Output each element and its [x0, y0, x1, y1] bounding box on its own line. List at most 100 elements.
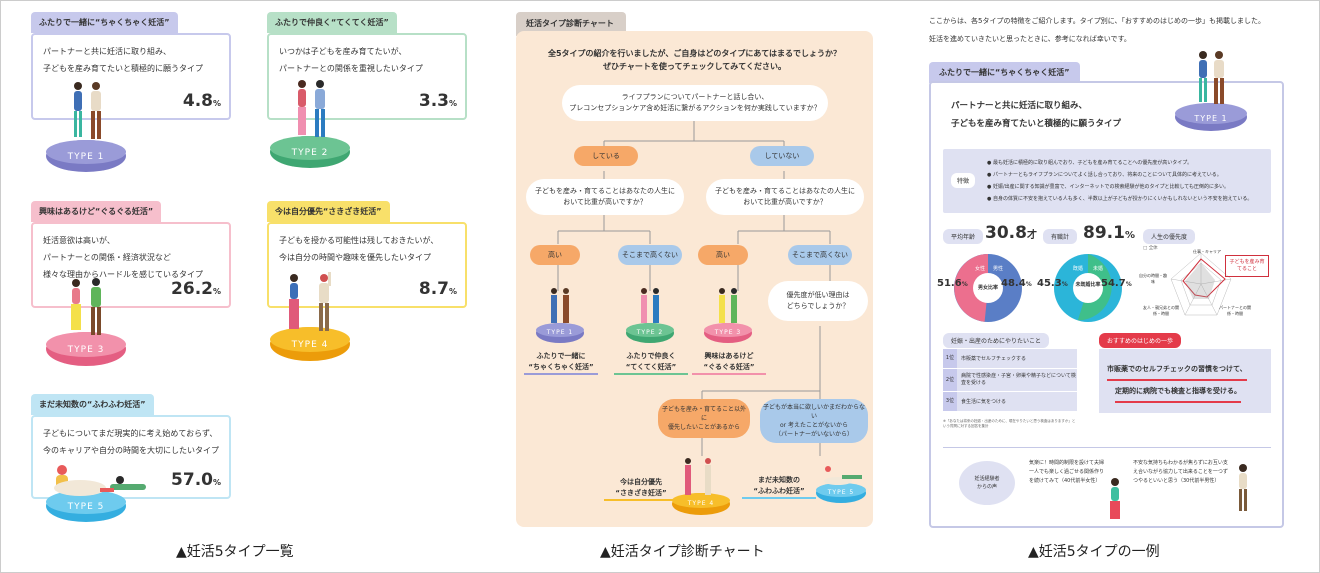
step-label: おすすめのはじめの一歩	[1099, 333, 1182, 348]
features-list: ● 最も妊活に積極的に取り組んでおり、子どもを産み育てることへの優先度が高いタイ…	[987, 157, 1265, 205]
age-label: 平均年齢	[943, 229, 984, 244]
type-list-caption: ▲妊活5タイプ一覧	[176, 544, 294, 560]
type1-box: パートナーと共に妊活に取り組み、 子どもを産み育てたいと積極的に願うタイプ 4.…	[31, 33, 231, 120]
divider	[943, 447, 1271, 448]
example-card: パートナーと共に妊活に取り組み、子どもを産み育てたいと積極的に願うタイプ TYP…	[929, 51, 1284, 528]
type1-percent: 4.8%	[182, 91, 221, 111]
chart-result-type4: 今は自分優先“さきざき妊活”	[604, 477, 678, 501]
type3-couple-illustration	[71, 278, 101, 335]
married-label: 有職計	[1043, 229, 1078, 244]
chart-figures-illustration	[551, 288, 862, 495]
todo-item: 3位食生活に気をつける	[943, 392, 1077, 411]
type3-box: 妊活意欲は高いが、 パートナーとの関係・経済状況など 様々な理由からハードルを感…	[31, 222, 231, 308]
feature-item: ● 自身の体質に不安を抱えている人も多く、半数以上が子どもが授かりにくいかもしれ…	[987, 196, 1253, 202]
radar-label-self: 自分の時間・趣味	[1139, 273, 1167, 284]
chart-result-type1: ふたりで一緒に“ちゃくちゃく妊活”	[524, 351, 598, 375]
answer-nothigh-left: そこまで高くない	[618, 245, 682, 265]
answer-high-right: 高い	[698, 245, 748, 265]
todo-item: 1位市販薬でセルフチェックする	[943, 349, 1077, 368]
chart-intro: 全5タイプの紹介を行いましたが、ご自身はどのタイプにあてはまるでしょうか？ぜひチ…	[547, 49, 842, 71]
type2-tag: ふたりで仲良く“てくてく妊活”	[267, 12, 397, 33]
reason-other-priority: 子どもを産み・育てること以外に優先したいことがあるから	[658, 399, 750, 438]
gender-pie	[954, 254, 1022, 322]
type5-desc1: 子どもについてまだ現実的に考え始めておらず、	[43, 429, 218, 438]
feature-item: ● 最も妊活に積極的に取り組んでおり、子どもを産み育てることへの優先度が高いタイ…	[987, 160, 1193, 166]
type4-box: 子どもを授かる可能性は残しておきたいが、 今は自分の時間や趣味を優先したいタイプ…	[267, 222, 467, 308]
type2-desc1: いつかは子どもを産み育てたいが、	[279, 47, 407, 56]
radar-legend: □ 全体	[1143, 246, 1158, 251]
example-type-pedestal: TYPE 1	[1175, 103, 1247, 131]
answer-yes: している	[574, 146, 638, 166]
marital-pie-left: 45.3%	[1037, 278, 1068, 289]
gender-pie-left: 51.6%	[937, 278, 968, 289]
type1-desc2: 子どもを産み育てたいと積極的に願うタイプ	[43, 64, 203, 73]
example-couple-illustration	[1199, 51, 1224, 104]
type4-desc1: 子どもを授かる可能性は残しておきたいが、	[279, 236, 439, 245]
marital-pie-right: 54.7%	[1101, 278, 1132, 289]
voice2-man-illustration	[1239, 464, 1247, 511]
type3-percent: 26.2%	[171, 279, 221, 299]
question-2-left: 子どもを産み・育てることはあなたの人生において比重が高いですか？	[526, 179, 684, 215]
voice-1: 気楽に！時間的制限を設けて夫婦一人でも楽しく過ごせる関係作りを続けてみて（40代…	[1029, 460, 1105, 484]
type3-desc2: パートナーとの関係・経済状況など	[43, 253, 171, 262]
todo-label: 妊娠・出産のためにやりたいこと	[943, 333, 1050, 348]
chart-type3-pedestal: TYPE 3	[704, 323, 752, 343]
chart-connectors	[557, 121, 831, 456]
type3-tag: 興味はあるけど“ぐるぐる妊活”	[31, 201, 162, 222]
type4-percent: 8.7%	[418, 279, 457, 299]
question-3: 優先度が低い理由はどちらでしょうか？	[768, 281, 868, 321]
radar-label-partner: パートナーとの関係・時間	[1219, 305, 1251, 316]
type4-pedestal: TYPE 4	[270, 327, 350, 361]
example-caption: ▲妊活5タイプの一例	[1028, 544, 1160, 560]
type3-pedestal: TYPE 3	[46, 332, 126, 366]
marital-pie-l1: 既婚	[1073, 266, 1084, 272]
priority-label: 人生の優先度	[1143, 229, 1196, 244]
type2-pedestal: TYPE 2	[270, 136, 350, 168]
type2-desc2: パートナーとの関係を重視したいタイプ	[279, 64, 423, 73]
type4-couple-illustration	[289, 272, 331, 331]
type2-percent: 3.3%	[418, 91, 457, 111]
married-value: 89.1%	[1083, 223, 1135, 243]
todo-item: 2位病院で性感染症・子宮・卵巣や精子などについて検査を受ける	[943, 369, 1077, 391]
example-desc: パートナーと共に妊活に取り組み、子どもを産み育てたいと積極的に願うタイプ	[951, 101, 1122, 129]
feature-item: ● パートナーともライフプランについてよく話し合っており、将来のことについて具体…	[987, 172, 1222, 178]
features-label: 特徴	[951, 173, 976, 188]
age-value: 30.8才	[985, 223, 1037, 243]
answer-nothigh-right: そこまで高くない	[788, 245, 852, 265]
chart-type4-pedestal: TYPE 4	[672, 493, 730, 515]
gender-pie-l1: 女性	[975, 266, 986, 272]
type3-desc1: 妊活意欲は高いが、	[43, 236, 115, 245]
gender-pie-right: 48.4%	[1001, 278, 1032, 289]
type5-desc2: 今のキャリアや自分の時間を大切にしたいタイプ	[43, 446, 219, 455]
priority-radar	[1170, 252, 1232, 316]
chart-type2-pedestal: TYPE 2	[626, 323, 674, 343]
diagnosis-chart: 全5タイプの紹介を行いましたが、ご自身はどのタイプにあてはまるでしょうか？ぜひチ…	[516, 31, 873, 527]
type4-tag: 今は自分優先“さきざき妊活”	[267, 201, 390, 222]
todo-list: 1位市販薬でセルフチェックする 2位病院で性感染症・子宮・卵巣や精子などについて…	[943, 349, 1077, 411]
chart-type5-pedestal: TYPE 5	[816, 483, 866, 503]
type4-desc2: 今は自分の時間や趣味を優先したいタイプ	[279, 253, 431, 262]
example-intro: ここからは、各5タイプの特徴をご紹介します。タイプ別に、「おすすめのはじめの一歩…	[929, 17, 1266, 43]
type1-pedestal: TYPE 1	[46, 140, 126, 172]
type1-desc1: パートナーと共に妊活に取り組み、	[43, 47, 171, 56]
radar-label-family: 友人・親兄弟との関係・時間	[1143, 305, 1179, 316]
chart-result-type5: まだ未知数の“ふわふわ妊活”	[742, 475, 816, 499]
type1-tag: ふたりで一緒に“ちゃくちゃく妊活”	[31, 12, 178, 33]
radar-label-work: 仕事・キャリア	[1193, 249, 1221, 254]
radar-badge: 子どもを産み育てること	[1225, 255, 1269, 277]
marital-pie-l2: 未婚	[1093, 266, 1104, 272]
marital-pie	[1054, 254, 1122, 322]
question-2-right: 子どもを産み・育てることはあなたの人生において比重が高いですか？	[706, 179, 864, 215]
voice-2: 不安な気持ちもわかるが焦らずにお互い支え合いながら協力して出来ることを一つずつや…	[1133, 460, 1228, 484]
voice1-woman-illustration	[1110, 478, 1120, 519]
marital-pie-center: 未既婚比率	[1075, 282, 1101, 288]
voice-label: 妊活経験者からの声	[959, 461, 1015, 505]
chart-result-type3: 興味はあるけど“ぐるぐる妊活”	[692, 351, 766, 375]
gender-pie-center: 男女比率	[977, 285, 998, 291]
question-1: ライフプランについてパートナーと話し合い、プレコンセプションケア含め妊活に繋がる…	[562, 85, 828, 121]
feature-item: ● 妊娠/出産に関する知識が豊富で、インターネットでの検索経験が他のタイプと比較…	[987, 184, 1230, 190]
features-box: 特徴 ● 最も妊活に積極的に取り組んでおり、子どもを産み育てることへの優先度が高…	[943, 149, 1271, 213]
chart-type1-pedestal: TYPE 1	[536, 323, 584, 343]
chart-caption: ▲妊活タイプ診断チャート	[600, 544, 765, 560]
